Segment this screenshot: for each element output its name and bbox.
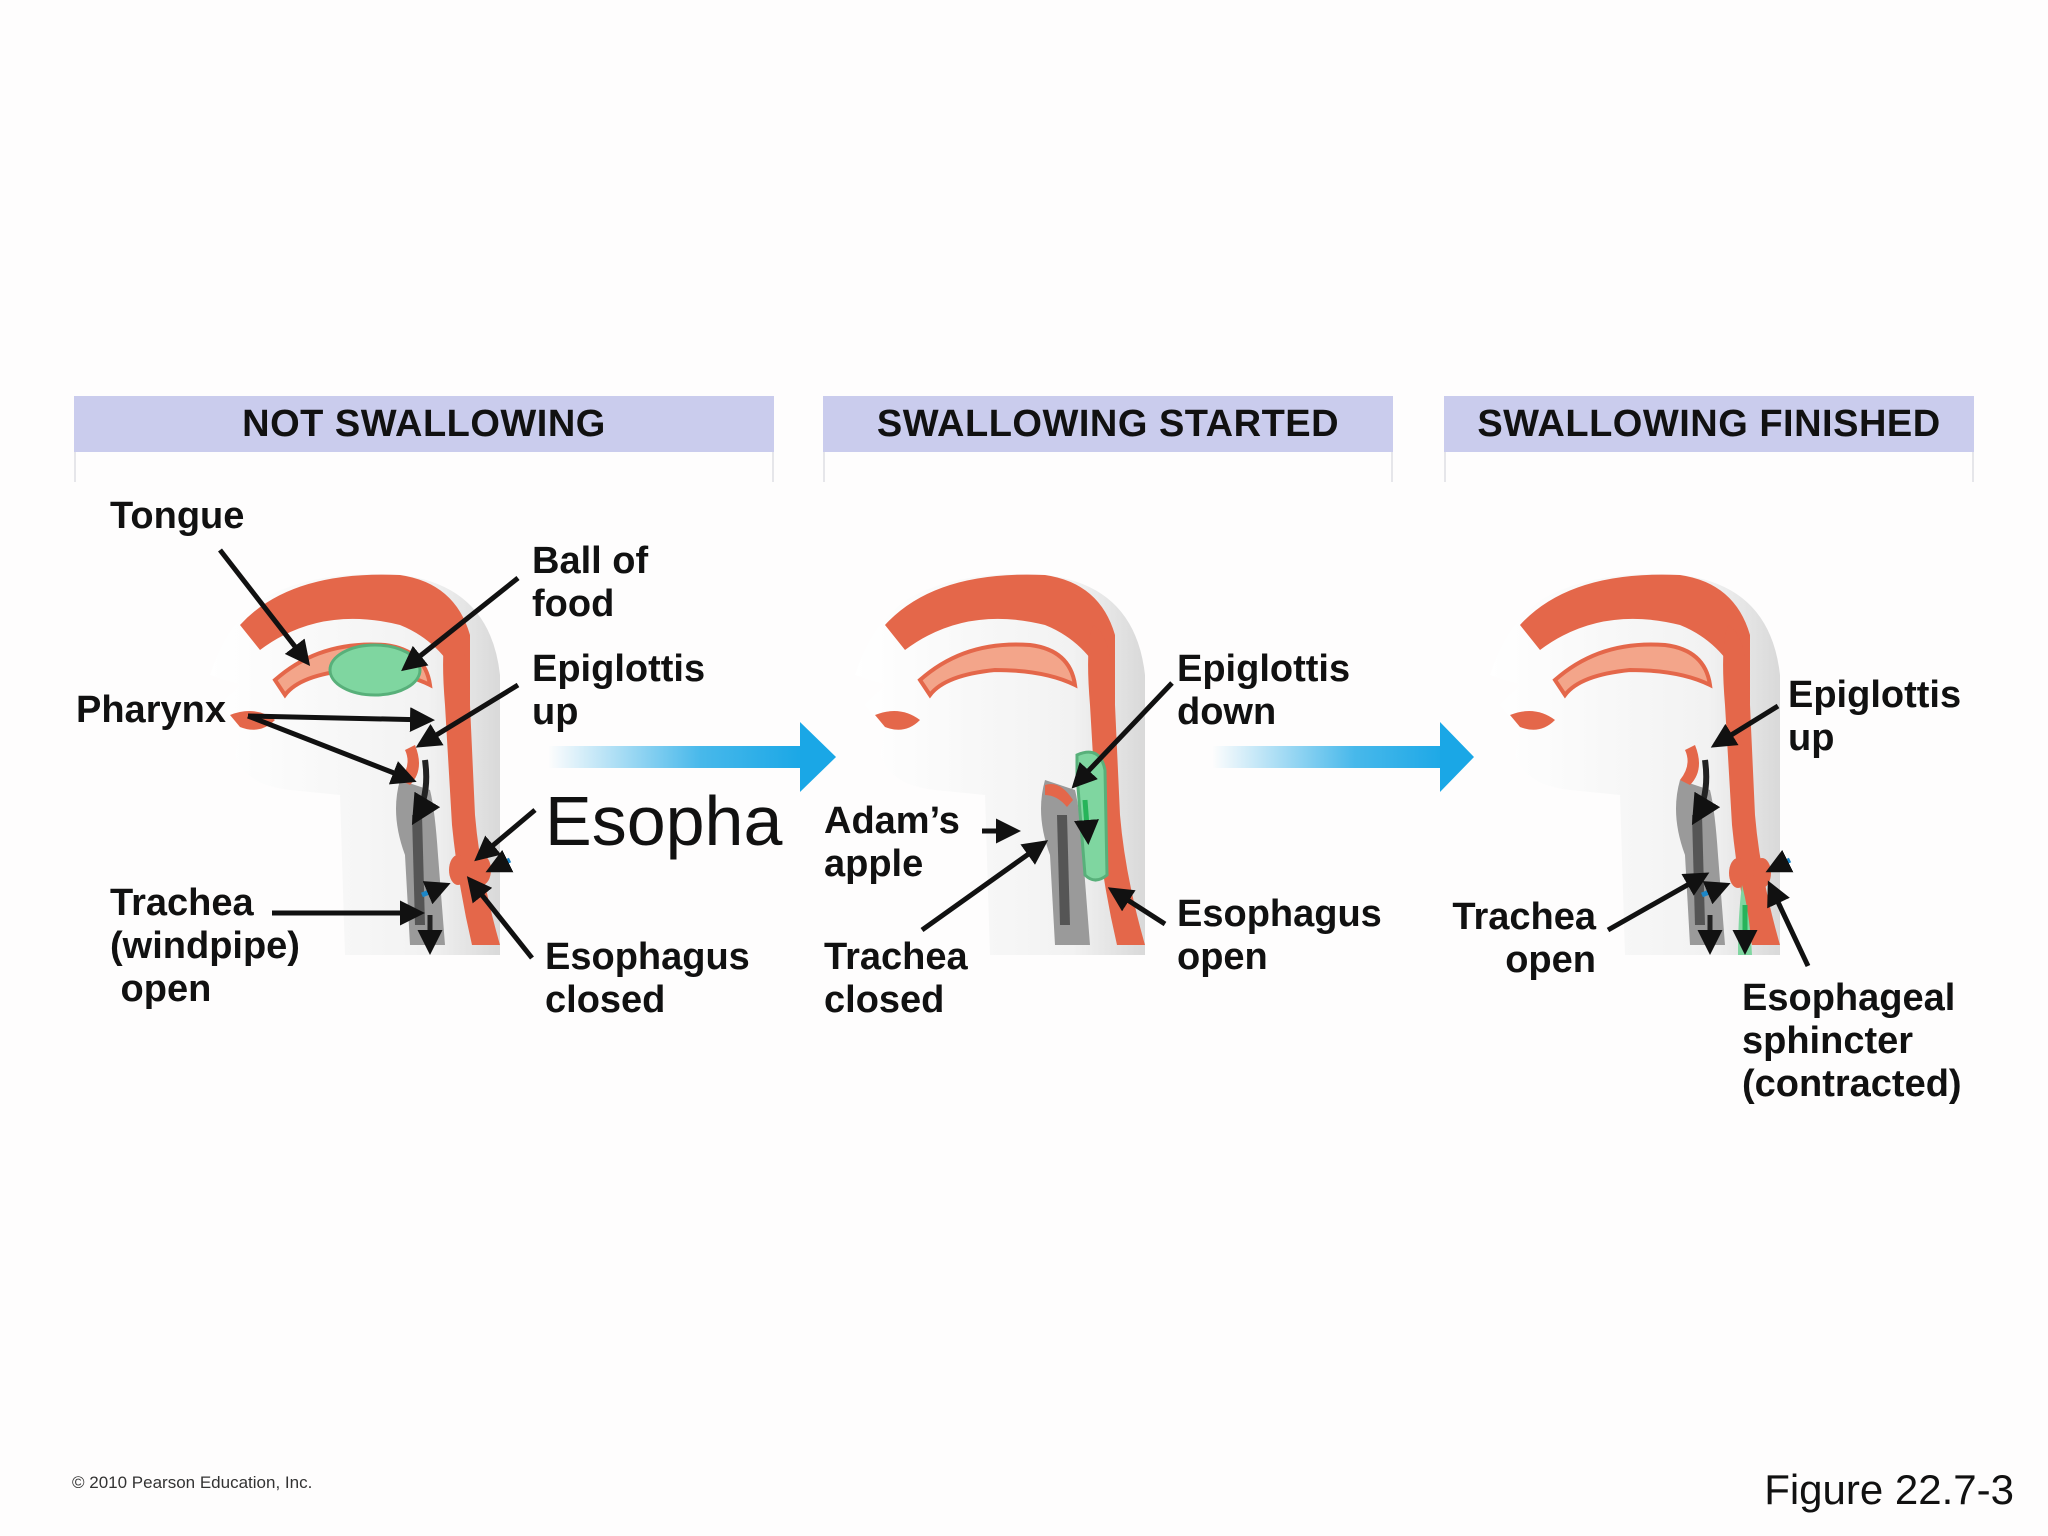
- label-adams-apple: Adam’s apple: [824, 800, 960, 885]
- panel-title-swallowing-started: SWALLOWING STARTED: [823, 396, 1393, 452]
- label-esophageal-sphincter: Esophageal sphincter (contracted): [1742, 977, 1962, 1105]
- panel-2-anatomy: [853, 572, 1147, 957]
- panel-title-not-swallowing: NOT SWALLOWING: [74, 396, 774, 452]
- panel-1-anatomy: [208, 572, 514, 957]
- label-epiglottis-down: Epiglottis down: [1177, 648, 1351, 733]
- label-esophagus-closed: Esophagus closed: [545, 936, 750, 1021]
- label-trachea-windpipe-open: Trachea (windpipe) open: [110, 882, 300, 1010]
- progress-arrow-2: [1212, 722, 1474, 792]
- panel-frame-swallowing-finished: [1444, 452, 1974, 482]
- label-epiglottis-up-3: Epiglottis up: [1788, 674, 1962, 759]
- label-esophagus-open: Esophagus open: [1177, 893, 1382, 978]
- progress-arrow-1: [548, 722, 836, 792]
- label-ball-of-food: Ball of food: [532, 540, 649, 625]
- label-esopha: Esopha: [545, 782, 783, 860]
- label-tongue: Tongue: [110, 495, 245, 537]
- panel-frame-not-swallowing: [74, 452, 774, 482]
- label-trachea-open: Trachea open: [1452, 896, 1596, 981]
- panel-frame-swallowing-started: [823, 452, 1393, 482]
- label-epiglottis-up-1: Epiglottis up: [532, 648, 706, 733]
- panel-title-swallowing-finished: SWALLOWING FINISHED: [1444, 396, 1974, 452]
- panel-3-anatomy: [1488, 572, 1794, 957]
- figure-number: Figure 22.7-3: [1764, 1466, 2014, 1513]
- label-pharynx: Pharynx: [76, 689, 226, 731]
- leader-lines: [218, 548, 1811, 968]
- copyright-notice: © 2010 Pearson Education, Inc.: [72, 1473, 313, 1492]
- label-trachea-closed: Trachea closed: [824, 936, 968, 1021]
